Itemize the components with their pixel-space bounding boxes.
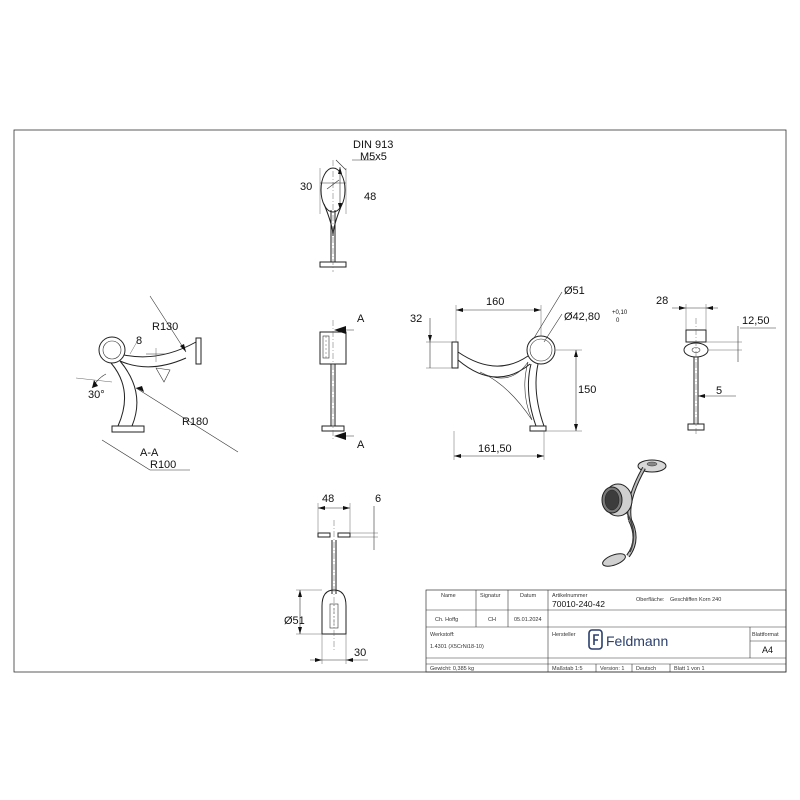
bottom-dimension-6: 6 [375,493,381,505]
tb-signature-value: CH [488,617,496,623]
tb-weight: Gewicht: 0,385 kg [430,666,474,672]
tb-format-value: A4 [762,645,773,655]
tb-logo-text: Feldmann [606,633,668,649]
tb-name-value: Ch. Hoffg [435,617,458,623]
section-radius-100: R100 [150,459,176,471]
feldmann-logo-icon [588,629,603,650]
sheet-border [13,129,787,673]
side-dimension-150: 150 [578,384,596,396]
tb-language: Deutsch [636,666,656,672]
end-dimension-5: 5 [716,385,722,397]
side-diameter-42-80: Ø42,80 [564,311,600,323]
tb-surface-value: Geschliffen Korn 240 [670,597,721,603]
tb-material-value: 1.4301 (X5CrNi18-10) [430,644,484,650]
tb-date-label: Datum [520,593,537,599]
tb-version: Version: 1 [600,666,624,672]
section-name: A-A [140,447,159,459]
end-view: 28 12,50 5 [656,295,776,436]
bottom-diameter-51: Ø51 [284,615,305,627]
side-dimension-32: 32 [410,313,422,325]
screw-label: M5x5 [360,151,387,163]
section-a-a-view: R130 8 30° R180 A-A R100 [75,295,239,471]
tb-name-label: Name [441,593,456,599]
tb-article-value: 70010-240-42 [552,599,605,609]
side-tolerance-minus: 0 [616,318,620,324]
side-dimension-161-50: 161,50 [478,443,512,455]
bottom-dimension-30: 30 [354,647,366,659]
bottom-view: 48 6 Ø51 30 [284,493,381,664]
top-view-dimension-30: 30 [300,181,312,193]
section-marker-top: A [357,313,365,325]
front-view: A A [319,313,365,451]
tb-format-label: Blattformat [752,632,779,638]
section-angle-30: 30° [88,389,105,401]
tb-date-value: 05.01.2024 [514,617,542,623]
section-marker-bottom: A [357,439,365,451]
side-dimension-160: 160 [486,296,504,308]
tb-surface-label: Oberfläche: [636,597,665,603]
section-radius-180: R180 [182,416,208,428]
end-dimension-28: 28 [656,295,668,307]
tb-sheet: Blatt 1 von 1 [674,666,705,672]
tb-scale: Maßstab 1:5 [552,666,583,672]
tb-manufacturer-label: Hersteller [552,632,576,638]
top-view-dimension-48: 48 [364,191,376,203]
tb-material-label: Werkstoff: [430,632,455,638]
isometric-view [601,459,667,567]
end-dimension-12-50: 12,50 [742,315,770,327]
bottom-dimension-48: 48 [322,493,334,505]
din-label: DIN 913 [353,139,393,151]
top-view: DIN 913 M5x5 30 48 [300,139,393,272]
tb-signature-label: Signatur [480,593,501,599]
side-tolerance-plus: +0,10 [612,310,628,316]
side-diameter-51: Ø51 [564,285,585,297]
section-radius-130: R130 [152,321,178,333]
title-block: Name Signatur Datum Ch. Hoffg CH 05.01.2… [425,589,787,673]
side-view: 160 32 Ø51 Ø42,80 +0,10 0 150 161,50 [410,285,628,460]
section-dimension-8: 8 [136,335,142,347]
tb-article-label: Artikelnummer [552,593,588,599]
